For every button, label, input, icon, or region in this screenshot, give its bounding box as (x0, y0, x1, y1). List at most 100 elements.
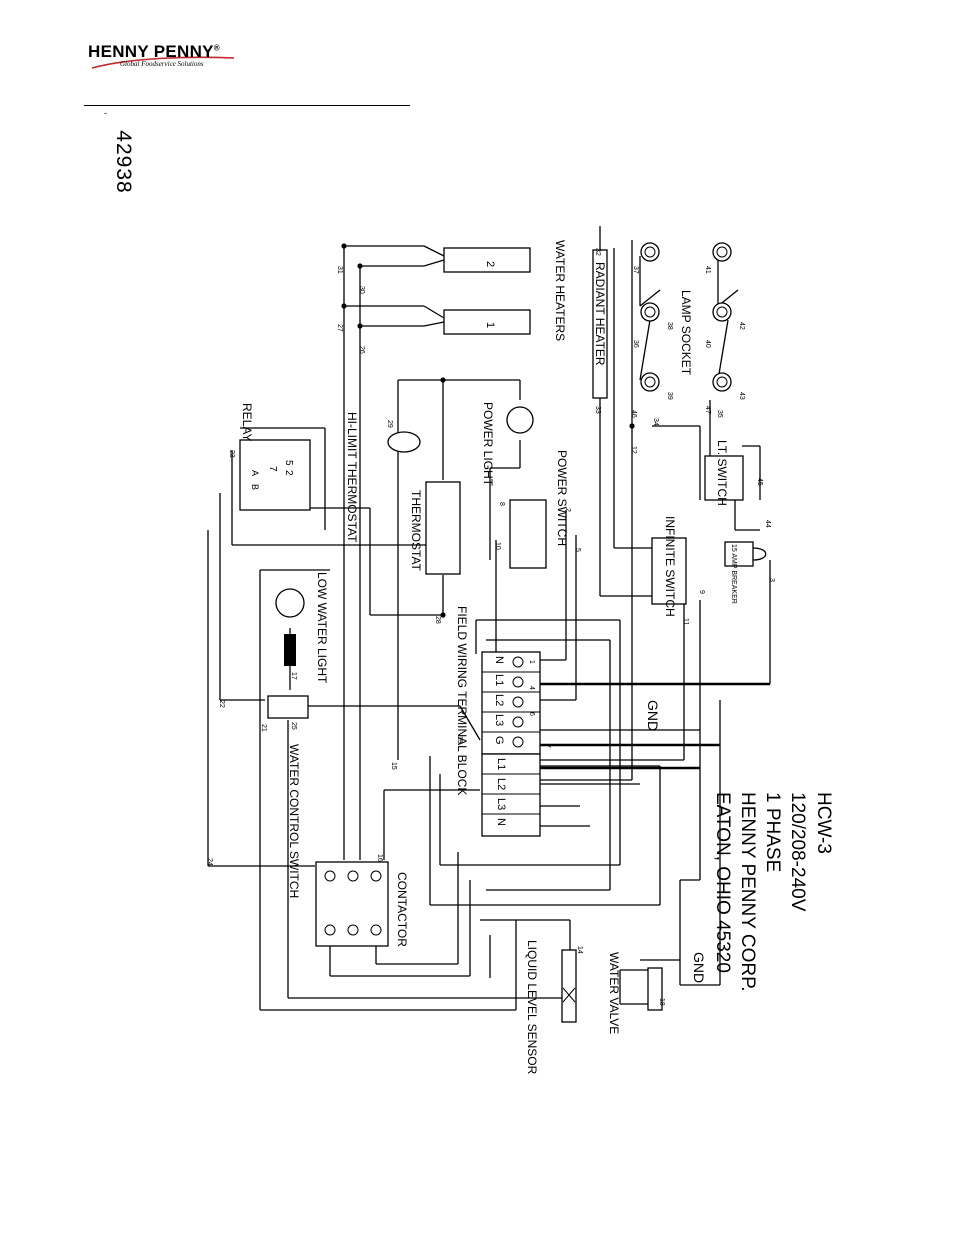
wire-number-18: 18 (658, 998, 665, 1006)
wire-number-30: 30 (358, 286, 365, 294)
wire-number-46: 46 (630, 410, 637, 418)
lt-switch-label: LT. SWITCH (715, 440, 729, 506)
wire-number-2: 2 (564, 508, 571, 512)
wire-number-26: 26 (358, 346, 365, 354)
amp-breaker (724, 541, 754, 567)
wire-number-9: 9 (698, 590, 705, 594)
wire-number-7: 7 (544, 744, 551, 748)
water-heater-1 (443, 309, 531, 335)
wire-number-14: 14 (576, 946, 583, 954)
low-water-light-icon (275, 588, 305, 618)
wire-number-21: 21 (260, 724, 267, 732)
lamp-socket-rings (644, 246, 728, 388)
breaker-label: 15 AMP BREAKER (730, 544, 737, 604)
terminal-upper-l2: L2 (493, 694, 505, 706)
phase-label: 1 PHASE (762, 792, 783, 872)
contactor-label: CONTACTOR (395, 872, 409, 947)
water-control-switch-label: WATER CONTROL SWITCH (287, 744, 301, 898)
power-switch-label: POWER SWITCH (555, 450, 569, 546)
wire-number-17: 17 (290, 672, 297, 680)
wire-number-37: 37 (632, 266, 639, 274)
model-label: HCW-3 (813, 792, 834, 854)
brand-name: HENNY PENNY (88, 42, 214, 61)
thermostat (425, 481, 461, 575)
wire-number-29: 29 (386, 420, 393, 428)
terminal-lower-n: N (495, 818, 507, 826)
low-water-light-resistor (284, 634, 296, 666)
wire-number-13: 13 (456, 736, 463, 744)
gnd-label-1: GND (645, 700, 661, 731)
thermostat-label: THERMOSTAT (409, 490, 423, 572)
wire-number-38: 38 (666, 322, 673, 330)
brand-tagline: Global Foodservice Solutions (120, 60, 204, 68)
wire-number-40: 40 (704, 340, 711, 348)
wire-number-36: 36 (632, 340, 639, 348)
wire-number-42: 42 (738, 322, 745, 330)
wire-number-15: 15 (390, 762, 397, 770)
wire-number-4: 4 (528, 686, 535, 690)
henny-penny-logo: HENNY PENNY® Global Foodservice Solution… (88, 42, 238, 76)
relay-label: RELAY (240, 403, 254, 441)
logo-swoosh-icon (91, 56, 235, 69)
wire-number-1: 1 (528, 660, 535, 664)
wire-number-44: 44 (764, 520, 771, 528)
water-heater-2-label: 2 (484, 261, 496, 267)
liquid-level-sensor-label: LIQUID LEVEL SENSOR (525, 940, 539, 1075)
terminal-upper-g: G (493, 736, 505, 745)
terminal-lower-l1: L1 (495, 758, 507, 770)
breaker-icon (752, 547, 767, 561)
wire-number-24: 24 (206, 858, 213, 866)
wire-number-6: 6 (528, 712, 535, 716)
radiant-heater-label: RADIANT HEATER (593, 262, 607, 366)
hi-limit-thermostat-label: HI-LIMIT THERMOSTAT (345, 412, 359, 543)
lamp-socket-label: LAMP SOCKET (679, 290, 693, 376)
wire-number-41: 41 (704, 266, 711, 274)
lt-switch (704, 455, 744, 501)
water-valve (647, 967, 663, 1011)
liquid-level-sensor (561, 949, 577, 1023)
wire-number-27: 27 (336, 324, 343, 332)
header-tick: - (104, 108, 107, 118)
wire-number-47: 47 (704, 406, 711, 414)
wire-number-10: 10 (494, 542, 501, 550)
relay-pin-b: B (250, 484, 260, 490)
field-wiring-label: FIELD WIRING TERMINAL BLOCK (455, 606, 469, 795)
wire-number-31: 31 (336, 266, 343, 274)
terminal-lower-l2: L2 (495, 778, 507, 790)
gnd-label-2: GND (691, 952, 707, 983)
water-heater-2 (443, 247, 531, 273)
wire-number-28: 28 (434, 616, 441, 624)
wire-number-33: 33 (594, 406, 601, 414)
terminal-block-upper (481, 651, 541, 755)
relay-pin-5: 5 (283, 460, 294, 466)
relay (239, 439, 311, 511)
location-label: EATON, OHIO 45320 (712, 792, 733, 973)
wire-number-25: 25 (290, 722, 297, 730)
wire-number-32: 32 (594, 248, 601, 256)
wire-number-11: 11 (682, 618, 689, 625)
wire-number-8: 8 (498, 502, 505, 506)
wire-number-22: 22 (218, 700, 225, 708)
wire-number-5: 5 (574, 548, 581, 552)
low-water-light-label: LOW WATER LIGHT (315, 572, 329, 684)
lamp-sockets (640, 242, 732, 392)
hi-limit-thermostat-icon (387, 431, 421, 453)
infinite-switch (651, 537, 687, 605)
relay-pin-2: 2 (283, 470, 294, 476)
wire-number-3: 3 (768, 578, 775, 582)
power-switch (509, 499, 547, 569)
terminal-upper-l1: L1 (493, 674, 505, 686)
wire-number-16: 16 (376, 854, 383, 862)
wire-number-35: 35 (716, 410, 723, 418)
header-rule (84, 105, 410, 106)
registered-mark: ® (213, 43, 220, 53)
power-light-label: POWER LIGHT (481, 402, 495, 487)
sensor-icon (562, 987, 576, 1003)
infinite-switch-label: INFINITE SWITCH (663, 516, 677, 617)
wire-number-45: 45 (756, 478, 763, 486)
terminal-lower-l3: L3 (495, 798, 507, 810)
terminal-upper-l3: L3 (493, 714, 505, 726)
water-valve-label: WATER VALVE (607, 952, 621, 1034)
wire-number-23: 23 (228, 450, 235, 458)
